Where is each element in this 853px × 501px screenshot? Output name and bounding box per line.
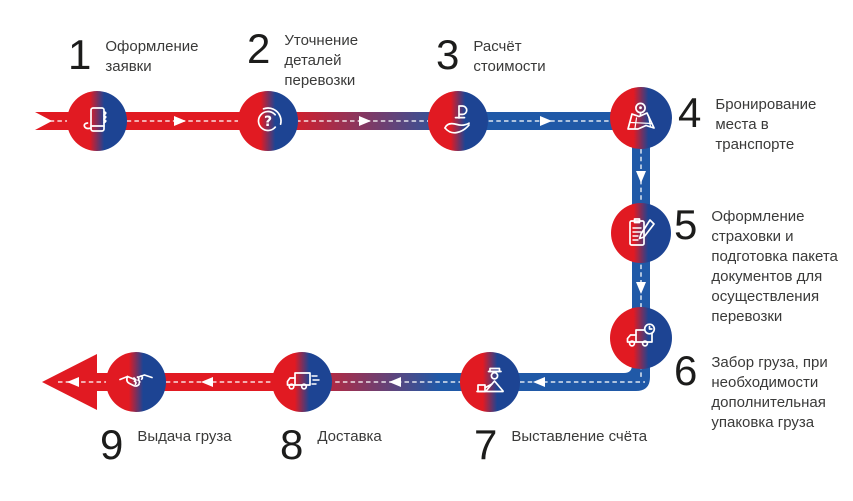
ruble-in-hand-icon [444,105,470,134]
step-4-label: 4 Бронирование места в транспорте [678,89,817,155]
step-7-label: 7 Выставление счёта [474,421,648,468]
phone-in-hand-icon [83,107,107,132]
step-4-node [610,87,672,149]
step-6-node [610,307,672,369]
step-1-text: Оформление заявки [105,38,199,75]
step-2-text: Уточнение деталей перевозки [284,32,359,89]
step-8-node [272,352,332,412]
step-8-label: 8 Доставка [280,421,382,468]
step-4-number: 4 [678,89,701,136]
step-9-number: 9 [100,421,123,468]
step-1-node [67,91,127,151]
step-6-label: 6 Забор груза, при необходимости дополни… [674,347,828,433]
document-pencil-icon [629,218,655,246]
step-3-node [428,91,488,151]
step-5-number: 5 [674,201,697,248]
direction-arrow-icons [67,116,646,387]
step-9-text: Выдача груза [137,428,232,445]
step-5-text: Оформление страховки и подготовка пакета… [711,208,838,325]
step-2-number: 2 [247,25,270,72]
svg-text:?: ? [264,114,272,130]
step-3-text: Расчёт стоимости [473,38,546,75]
step-2-label: 2 Уточнение деталей перевозки [247,25,359,91]
step-7-node [460,352,520,412]
step-7-text: Выставление счёта [511,428,648,445]
step-2-node [238,91,298,151]
step-6-number: 6 [674,347,697,394]
step-3-label: 3 Расчёт стоимости [436,31,546,78]
step-8-number: 8 [280,421,303,468]
handshake-icon [119,374,153,387]
step-nodes [67,87,672,412]
step-5-label: 5 Оформление страховки и подготовка паке… [674,201,838,327]
step-9-label: 9 Выдача груза [100,421,232,468]
truck-clock-icon [626,323,656,347]
map-location-pin-icon [627,102,655,130]
step-7-number: 7 [474,421,497,468]
flow-band-vertical-and-bottom [96,112,650,391]
step-4-text: Бронирование места в транспорте [715,96,817,153]
step-6-text: Забор груза, при необходимости дополните… [711,354,828,431]
delivery-truck-icon [286,372,320,390]
step-1-label: 1 Оформление заявки [68,31,199,78]
question-mark-icon: ? [254,107,282,135]
step-8-text: Доставка [317,428,382,445]
step-1-number: 1 [68,31,91,78]
dashed-route-lines [42,120,645,383]
step-3-number: 3 [436,31,459,78]
invoice-officer-icon [476,367,504,393]
